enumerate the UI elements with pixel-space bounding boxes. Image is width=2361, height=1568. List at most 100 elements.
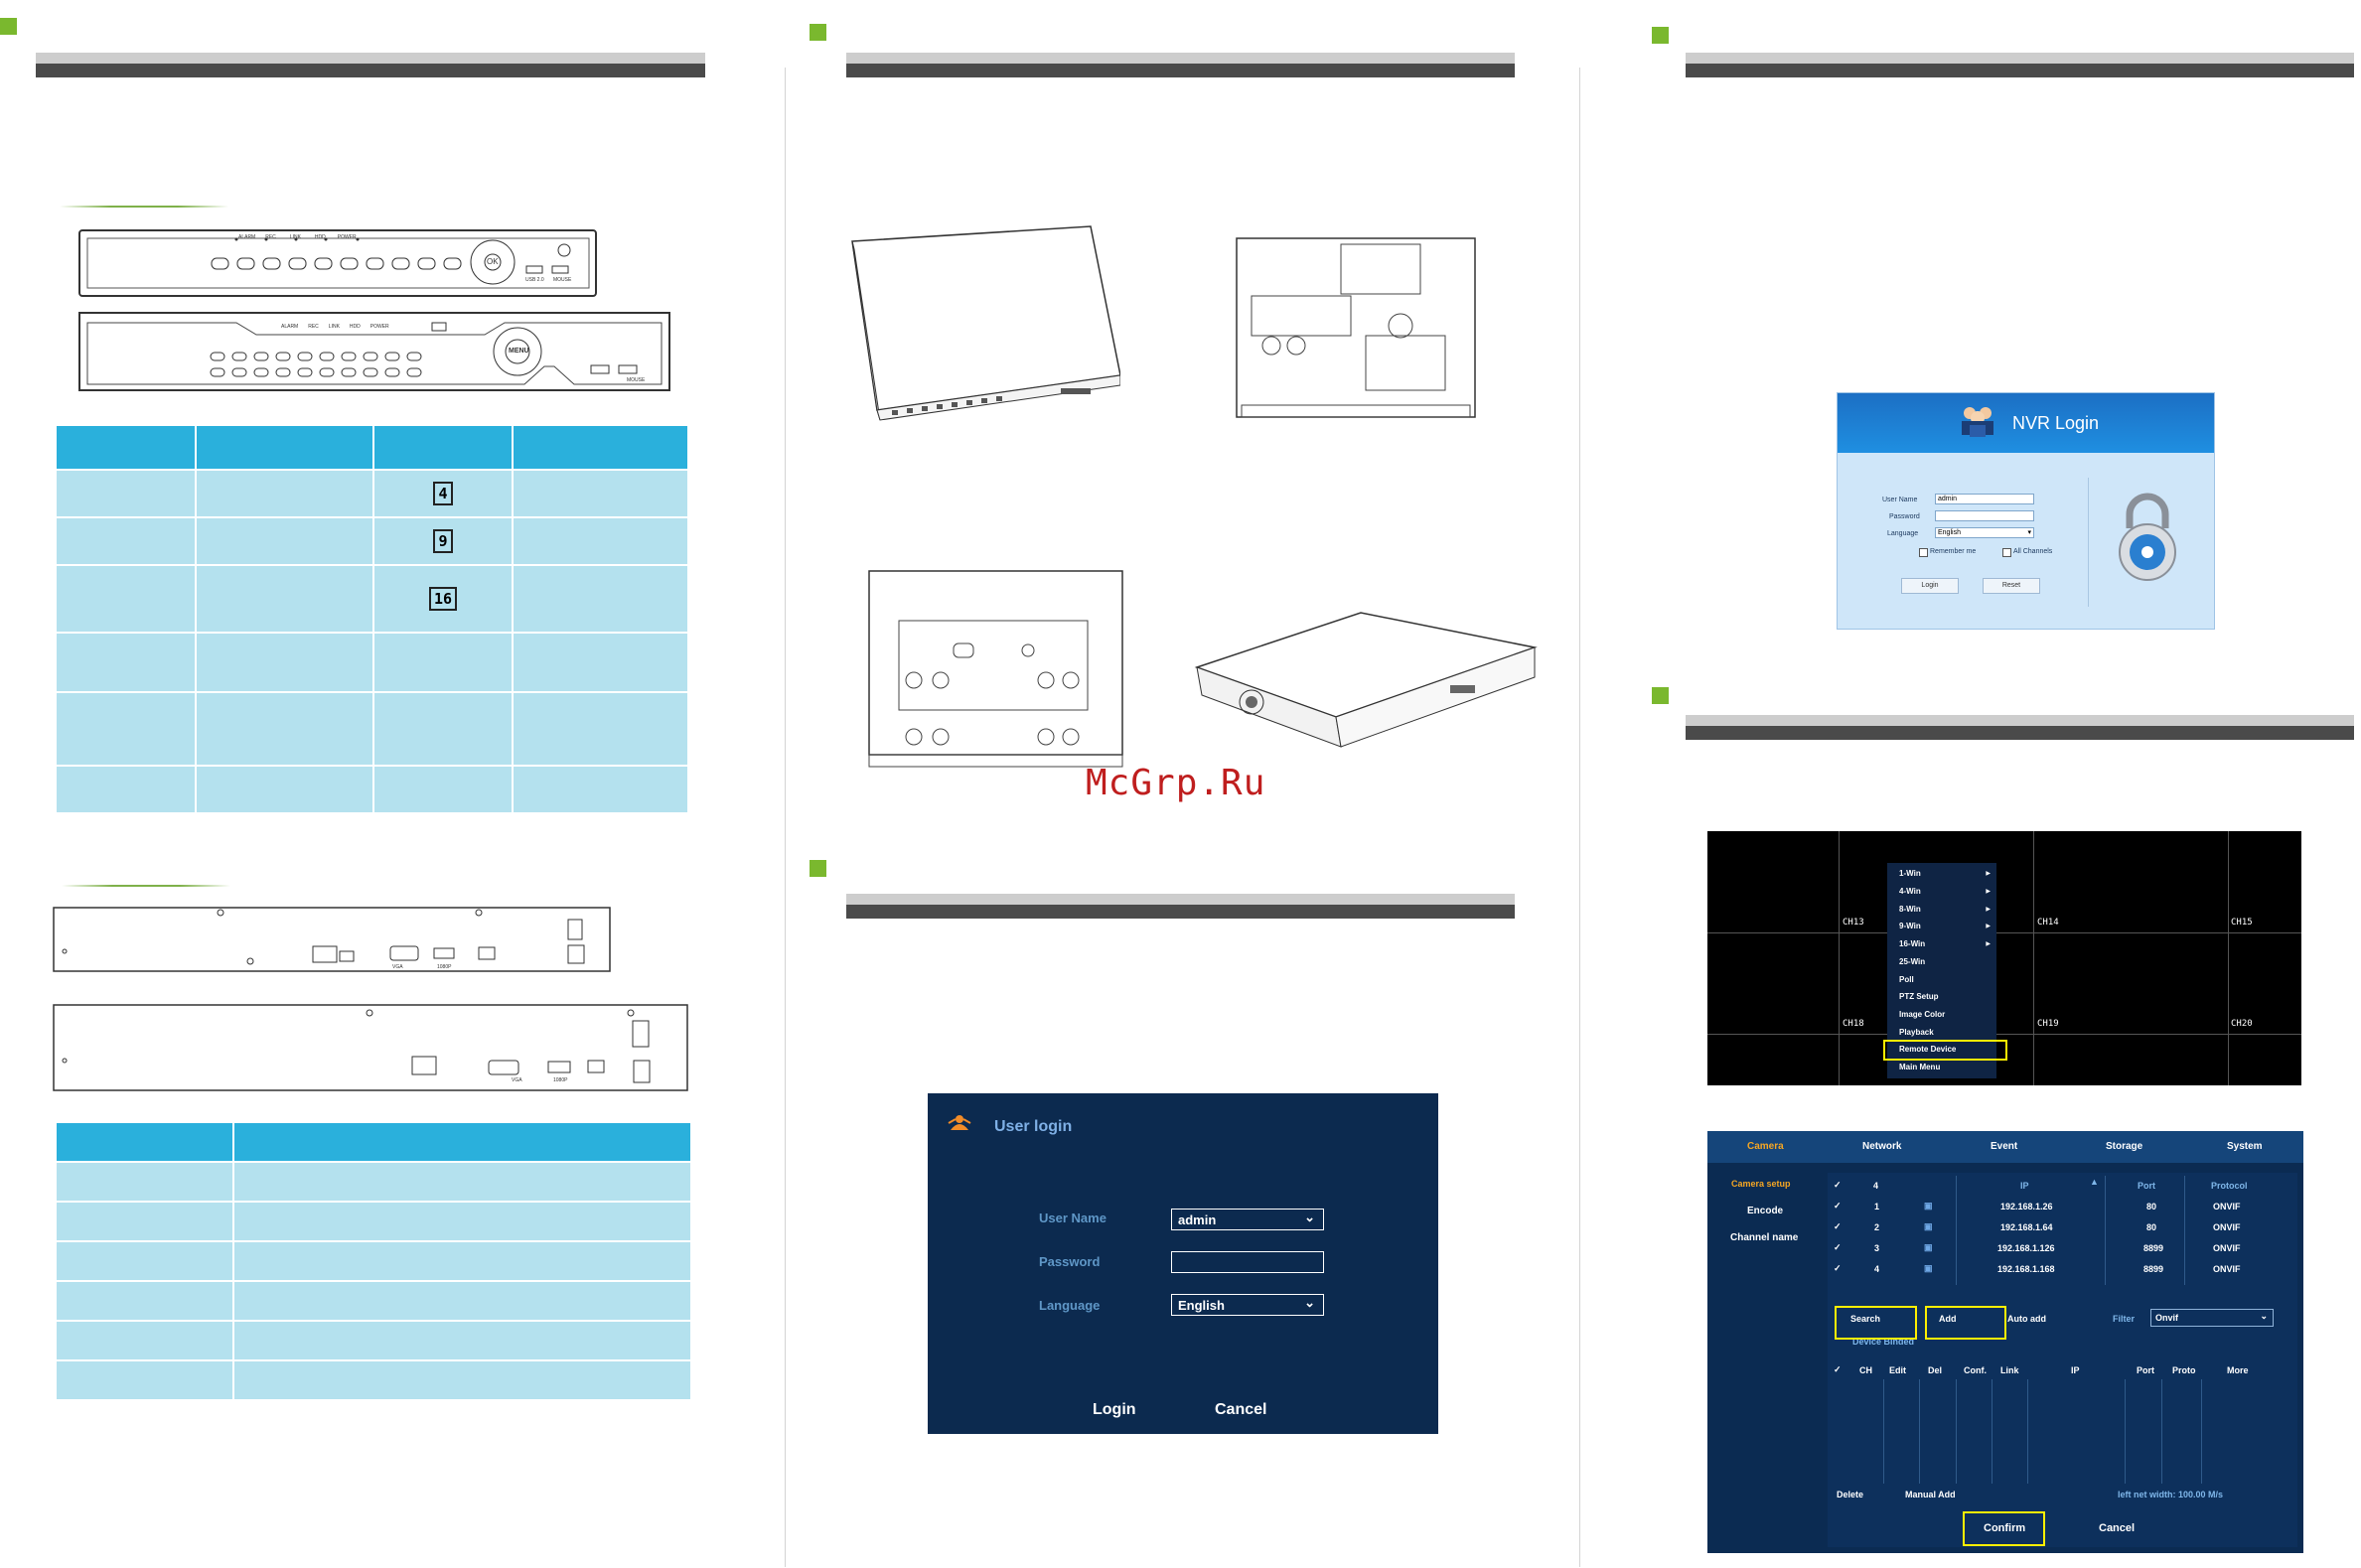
menu-item-playback[interactable]: Playback bbox=[1899, 1028, 1934, 1037]
tab-event[interactable]: Event bbox=[1991, 1141, 2018, 1152]
menu-item-9-win[interactable]: 9-Win bbox=[1899, 922, 1921, 930]
channel-label-ch20: CH20 bbox=[2231, 1019, 2253, 1029]
login-button[interactable]: Login bbox=[1093, 1401, 1136, 1418]
check-icon[interactable]: ✓ bbox=[1834, 1263, 1842, 1273]
nvr-login-button[interactable]: Login bbox=[1901, 578, 1959, 594]
device-binded-title: Device Binded bbox=[1852, 1337, 1915, 1347]
password-input[interactable] bbox=[1171, 1251, 1324, 1273]
remember-label: Remember me bbox=[1930, 548, 1977, 555]
column-line bbox=[1919, 1379, 1920, 1484]
section-header-bar-4 bbox=[1686, 53, 2354, 77]
menu-item-1-win[interactable]: 1-Win bbox=[1899, 869, 1921, 878]
check-icon[interactable]: ✓ bbox=[1834, 1221, 1842, 1231]
row-index: 1 bbox=[1874, 1202, 1880, 1212]
menu-item-poll[interactable]: Poll bbox=[1899, 975, 1914, 984]
row-proto: ONVIF bbox=[2213, 1243, 2241, 1253]
menu-item-25-win[interactable]: 25-Win bbox=[1899, 957, 1926, 966]
confirm-highlight bbox=[1963, 1511, 2045, 1546]
led-alarm-large: ALARM bbox=[281, 324, 299, 330]
delete-button[interactable]: Delete bbox=[1837, 1490, 1864, 1499]
nvr-language-select[interactable]: English▾ bbox=[1935, 527, 2034, 538]
tab-storage[interactable]: Storage bbox=[2106, 1141, 2143, 1152]
tab-camera[interactable]: Camera bbox=[1747, 1141, 1784, 1152]
section-marker-4 bbox=[1652, 27, 1669, 44]
row-proto: ONVIF bbox=[2213, 1202, 2241, 1212]
binded-col-del: Del bbox=[1928, 1365, 1943, 1375]
camera-icon: ▣ bbox=[1924, 1201, 1933, 1211]
chevron-down-icon: ⌄ bbox=[1304, 1295, 1315, 1310]
row-index: 2 bbox=[1874, 1222, 1880, 1232]
sidebar-item-channel-name[interactable]: Channel name bbox=[1730, 1232, 1799, 1243]
column-line bbox=[1956, 1176, 1957, 1285]
user-name-label: User Name bbox=[1039, 1211, 1107, 1225]
check-icon[interactable]: ✓ bbox=[1834, 1364, 1842, 1374]
binded-col-proto: Proto bbox=[2172, 1365, 2196, 1375]
channel-label-ch13: CH13 bbox=[1843, 918, 1864, 927]
sidebar-item-encode[interactable]: Encode bbox=[1747, 1206, 1784, 1216]
led-rec: REC bbox=[265, 234, 276, 240]
confirm-button[interactable]: Confirm bbox=[1984, 1522, 2026, 1534]
sort-up-icon[interactable]: ▲ bbox=[2090, 1177, 2099, 1187]
manual-add-button[interactable]: Manual Add bbox=[1905, 1490, 1956, 1499]
binded-col-conf: Conf. bbox=[1964, 1365, 1987, 1375]
check-icon[interactable]: ✓ bbox=[1834, 1242, 1842, 1252]
tab-network[interactable]: Network bbox=[1862, 1141, 1902, 1152]
remote-device-highlight bbox=[1883, 1040, 2007, 1061]
nvr-reset-button[interactable]: Reset bbox=[1983, 578, 2040, 594]
remember-checkbox[interactable] bbox=[1919, 548, 1928, 557]
grid-line bbox=[1707, 932, 2301, 933]
row-ip: 192.168.1.64 bbox=[2000, 1222, 2053, 1232]
section-marker-3 bbox=[810, 860, 826, 877]
binded-col-link: Link bbox=[2000, 1365, 2019, 1375]
chevron-right-icon: ▶ bbox=[1986, 889, 1991, 895]
filter-select[interactable]: Onvif⌄ bbox=[2150, 1309, 2274, 1327]
nvr-password-label: Password bbox=[1889, 513, 1920, 520]
check-icon[interactable]: ✓ bbox=[1834, 1201, 1842, 1211]
rear-1080p-label-2: 1080P bbox=[553, 1077, 568, 1083]
all-channels-label: All Channels bbox=[2013, 548, 2053, 555]
add-button[interactable]: Add bbox=[1939, 1314, 1957, 1324]
cancel-button[interactable]: Cancel bbox=[1215, 1401, 1267, 1418]
nvr-password-input[interactable] bbox=[1935, 510, 2034, 521]
grid-line bbox=[1839, 831, 1840, 1085]
tab-bar: Camera Network Event Storage System bbox=[1707, 1131, 2303, 1163]
tab-system[interactable]: System bbox=[2227, 1141, 2263, 1152]
led-link: LINK bbox=[289, 234, 301, 240]
device-bottom-view-right bbox=[1236, 237, 1476, 418]
search-button[interactable]: Search bbox=[1850, 1314, 1881, 1324]
section-header-bar bbox=[36, 53, 705, 77]
led-link-large: LINK bbox=[328, 324, 340, 330]
menu-item-16-win[interactable]: 16-Win bbox=[1899, 939, 1926, 948]
row-index: 3 bbox=[1874, 1243, 1880, 1253]
sidebar-item-camera-setup[interactable]: Camera setup bbox=[1731, 1179, 1791, 1189]
user-name-select[interactable]: admin⌄ bbox=[1171, 1209, 1324, 1230]
menu-item-image-color[interactable]: Image Color bbox=[1899, 1010, 1946, 1019]
rear-panel-small bbox=[53, 907, 611, 972]
menu-item-ptz-setup[interactable]: PTZ Setup bbox=[1899, 992, 1939, 1001]
language-value: English bbox=[1178, 1298, 1225, 1313]
nvr-user-name-input[interactable]: admin bbox=[1935, 494, 2034, 504]
layout-16-icon: 16 bbox=[428, 587, 458, 611]
menu-item-4-win[interactable]: 4-Win bbox=[1899, 887, 1921, 896]
camera-icon: ▣ bbox=[1924, 1263, 1933, 1273]
auto-add-label[interactable]: Auto add bbox=[2007, 1314, 2046, 1324]
chevron-right-icon: ▶ bbox=[1986, 924, 1991, 929]
all-channels-checkbox[interactable] bbox=[2002, 548, 2011, 557]
column-line bbox=[2125, 1379, 2126, 1484]
column-line bbox=[2201, 1379, 2202, 1484]
password-label: Password bbox=[1039, 1254, 1101, 1269]
chevron-down-icon: ▾ bbox=[2027, 529, 2031, 536]
users-icon bbox=[1957, 403, 1998, 442]
device-bottom-view-left bbox=[868, 570, 1123, 768]
menu-item-8-win[interactable]: 8-Win bbox=[1899, 905, 1921, 914]
menu-item-main-menu[interactable]: Main Menu bbox=[1899, 1063, 1941, 1071]
menu-item-remote-device[interactable]: Remote Device bbox=[1899, 1045, 1957, 1054]
section-header-bar-5 bbox=[1686, 715, 2354, 740]
led-hdd: HDD bbox=[314, 234, 326, 240]
usb-label-top: USB 2.0 bbox=[525, 277, 544, 283]
chevron-right-icon: ▶ bbox=[1986, 907, 1991, 913]
cancel-button-camera[interactable]: Cancel bbox=[2099, 1522, 2136, 1534]
language-select[interactable]: English ⌄ bbox=[1171, 1294, 1324, 1316]
